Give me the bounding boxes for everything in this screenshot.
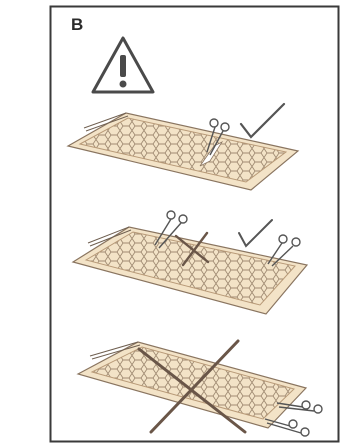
step-3-mat [78,342,306,428]
scissors-icon [265,419,309,436]
warning-icon [93,38,153,92]
step-2-mat [73,227,307,314]
checkmark-icon [241,104,284,137]
checkmark-icon [239,220,272,246]
